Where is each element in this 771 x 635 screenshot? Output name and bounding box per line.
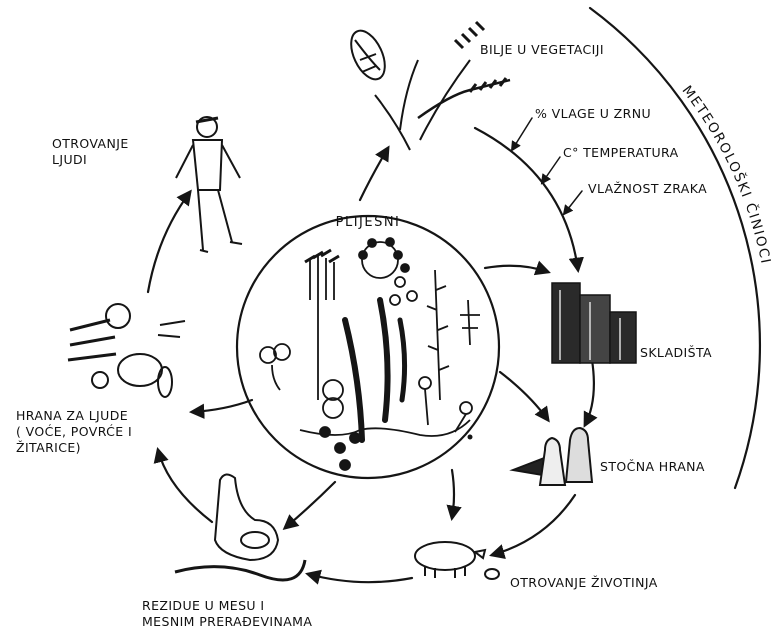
- factor-moisture: % VLAGE U ZRNU: [535, 106, 652, 121]
- label-storage: SKLADIŠTA: [640, 345, 712, 360]
- arc-plants-to-storage: [473, 126, 584, 274]
- arc-center-to-plants: [358, 145, 390, 202]
- arrow-center-to-feed: [498, 370, 550, 423]
- storage-silo-icon: [551, 282, 637, 364]
- factor-arrow-moisture: [510, 117, 533, 152]
- label-human-poisoning: OTROVANJE LJUDI: [52, 136, 129, 167]
- human-food-basket-icon: [67, 303, 186, 398]
- factor-arrow-temperature: [540, 156, 561, 185]
- arrow-center-to-meat: [282, 480, 337, 530]
- arrow-center-to-food: [188, 398, 254, 419]
- label-human-food: HRANA ZA LJUDE ( VOĆE, POVRĆE I ŽITARICE…: [16, 408, 133, 455]
- poisoned-animal-icon: [414, 541, 500, 580]
- factor-arrow-humidity: [562, 190, 583, 216]
- dot-marker: [467, 434, 473, 440]
- label-meat-residues: REZIDUE U MESU I MESNIM PRERAĐEVINAMA: [142, 598, 313, 629]
- animal-feed-sacks-icon: [509, 426, 594, 486]
- mold-title: PLIJESNI: [336, 215, 401, 230]
- meteo-boundary-arc: [588, 6, 761, 490]
- arc-meat-to-food: [153, 447, 214, 524]
- arc-storage-to-feed: [583, 358, 598, 428]
- label-animal-poisoning: OTROVANJE ŽIVOTINJA: [510, 575, 658, 590]
- arrow-center-to-animals: [446, 468, 462, 522]
- arc-feed-to-animals: [489, 493, 577, 560]
- poisoned-human-icon: [175, 116, 243, 253]
- label-animal-feed: STOČNA HRANA: [600, 459, 705, 474]
- factor-temperature: C° TEMPERATURA: [563, 145, 679, 160]
- arc-animals-to-meat: [305, 569, 414, 585]
- factor-humidity: VLAŽNOST ZRAKA: [588, 181, 708, 196]
- mold-illustration-icon: [259, 237, 480, 471]
- arc-food-to-humans: [146, 189, 192, 294]
- mold-circle: [235, 214, 501, 480]
- label-plants: BILJE U VEGETACIJI: [480, 42, 604, 57]
- arrow-center-to-storage: [483, 260, 551, 276]
- meat-products-icon: [174, 473, 307, 582]
- meteo-label: METEOROLOŠKI ČINIOCI: [679, 83, 771, 267]
- wheat-plant-icon: [350, 20, 511, 151]
